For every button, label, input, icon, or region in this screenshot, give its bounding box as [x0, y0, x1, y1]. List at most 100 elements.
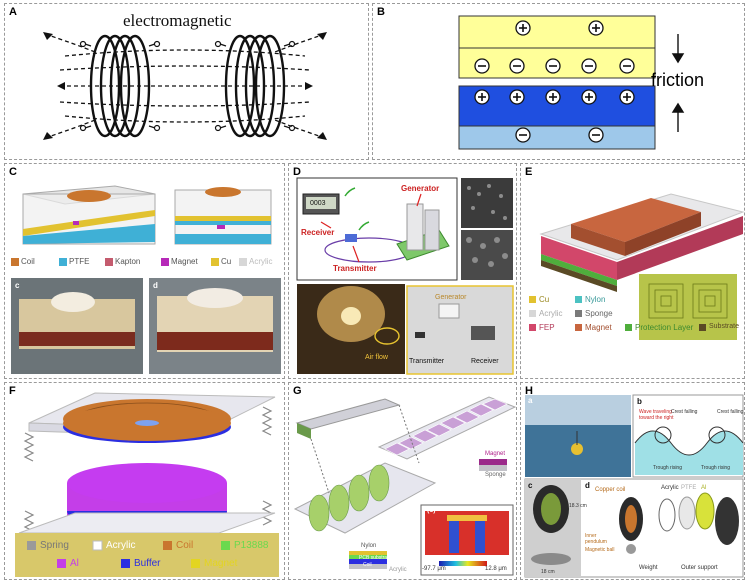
g-coil-label: Coil — [363, 562, 372, 568]
triboelectric-diagram — [458, 15, 685, 150]
panel-f-label: F — [9, 385, 16, 397]
g-coils — [308, 464, 390, 532]
h-inner-pendulum-label: Inner pendulum — [585, 533, 607, 545]
friction-label: friction — [651, 70, 705, 90]
h-dim-width: 18 cm — [541, 569, 555, 575]
c-legend-magnet: Magnet — [171, 257, 198, 266]
d-display-value: 0003 — [310, 200, 326, 207]
h-crest-1: Crest falling — [671, 409, 698, 415]
friction-arrows — [671, 34, 685, 132]
h-sub-c: c — [528, 481, 533, 490]
d-sem-texture — [466, 184, 508, 267]
g-color-scale — [439, 561, 487, 566]
h-particle-orbit-1 — [654, 426, 672, 444]
h-trough-1: Trough rising — [653, 465, 682, 471]
d-generator-arrow — [416, 193, 422, 207]
c-right-cu — [175, 216, 271, 221]
h-wave — [635, 431, 743, 475]
h-wave-line — [634, 430, 744, 456]
f-legend-acrylic: Acrylic — [106, 540, 136, 551]
g-sponge-label: Sponge — [485, 472, 506, 478]
h-magnetic-ball-label: Magnetic ball — [585, 547, 615, 553]
h-sub-a: a — [528, 396, 533, 405]
panel-e: E Cu Nylon Acrylic Sponge FEP Magnet — [520, 163, 745, 379]
c-right-coil — [205, 187, 241, 197]
e-legend-magnet: Magnet — [585, 323, 612, 332]
d-transmitter-arrow — [352, 245, 360, 263]
g-scale-min: -97.7 μm — [422, 566, 446, 572]
g-nylon-label: Nylon — [361, 543, 377, 549]
d-receiver-screen — [306, 197, 336, 209]
e-coil-pattern — [648, 283, 728, 319]
coil-leads — [79, 40, 296, 132]
panel-a: A electromagnetic — [4, 3, 369, 160]
e-magnet-front — [571, 224, 625, 256]
h-outer-support-part — [715, 497, 739, 545]
h-crest-2: Crest falling — [717, 409, 744, 415]
h-sky — [525, 395, 631, 425]
h-outer-support-label: Outer support — [681, 565, 718, 571]
e-fep-front — [541, 236, 617, 280]
c-left-magnet — [73, 221, 79, 225]
f-legend-magnet: Magnet — [204, 558, 238, 569]
panel-f-device-diagram — [15, 392, 279, 577]
panel-h-wave-device-diagram — [524, 394, 744, 578]
f-legend-coil: Coil — [176, 540, 194, 551]
panel-h-label: H — [525, 385, 533, 397]
g-magnet-label: Magnet — [485, 451, 506, 457]
c-legend-acrylic: Acrylic — [249, 257, 273, 266]
h-acrylic-part — [658, 498, 676, 532]
e-magnet-top — [571, 198, 701, 242]
panel-d-wireless-diagram — [296, 177, 514, 375]
h-trough-2: Trough rising — [701, 465, 730, 471]
g-magnet-layer — [479, 459, 507, 465]
f-legend-buffer: Buffer — [134, 558, 161, 569]
g-acrylic-label: Acrylic — [389, 567, 407, 573]
c-left-ptfe — [23, 224, 155, 244]
e-legend-nylon: Nylon — [585, 295, 606, 304]
panel-a-title: electromagnetic — [123, 11, 232, 30]
g-surface-trench-2 — [475, 517, 485, 553]
e-substrate — [541, 260, 617, 292]
f-legend-spring: Spring — [40, 540, 69, 551]
c-legend-ptfe: PTFE — [69, 257, 90, 266]
panel-c-label: C — [9, 166, 17, 178]
photo-d-disc — [187, 288, 243, 308]
e-protection-layer — [541, 254, 617, 286]
c-legend-coil: Coil — [21, 257, 35, 266]
photo-d-base — [157, 332, 273, 350]
g-pcb-layer — [349, 555, 387, 559]
h-buoy — [571, 443, 583, 455]
g-surface-trench-1 — [449, 517, 459, 553]
electromagnetic-coils-diagram — [43, 32, 327, 140]
d-generator-photo — [406, 285, 514, 375]
light-blue-layer — [458, 125, 656, 150]
d-receiver-label: Receiver — [301, 228, 335, 237]
panel-g: G — [288, 382, 517, 580]
c-legend-swatches — [11, 258, 247, 266]
panel-e-label: E — [525, 166, 533, 178]
h-weight-part — [626, 544, 636, 554]
panel-f: F — [4, 382, 285, 580]
g-surface-ridge — [447, 515, 487, 521]
panel-e-device-diagram — [529, 193, 744, 340]
g-top-plate — [295, 398, 401, 430]
e-legend-acrylic: Acrylic — [539, 309, 563, 318]
e-legend-protection: Protection Layer — [635, 323, 694, 332]
field-arrowheads — [43, 32, 327, 140]
h-sub-b: b — [637, 397, 642, 406]
charge-signs — [478, 24, 631, 136]
d-transmitter-label: Transmitter — [333, 264, 377, 273]
e-legend-cu: Cu — [539, 295, 550, 304]
panel-d: D 0003 Receiver Transmitter Gene — [288, 163, 517, 379]
photo-c-base — [19, 332, 135, 346]
c-right-magnet — [217, 225, 225, 229]
e-legend-swatches — [529, 296, 706, 331]
d-photo-generator-label: Generator — [435, 294, 467, 301]
f-al-top — [67, 463, 227, 503]
panel-d-label: D — [293, 166, 301, 178]
h-particle-orbit-2 — [708, 426, 726, 444]
panel-b: B friction — [372, 3, 745, 160]
d-receiver-arrow — [320, 221, 332, 229]
photo-c-disc — [51, 292, 95, 312]
